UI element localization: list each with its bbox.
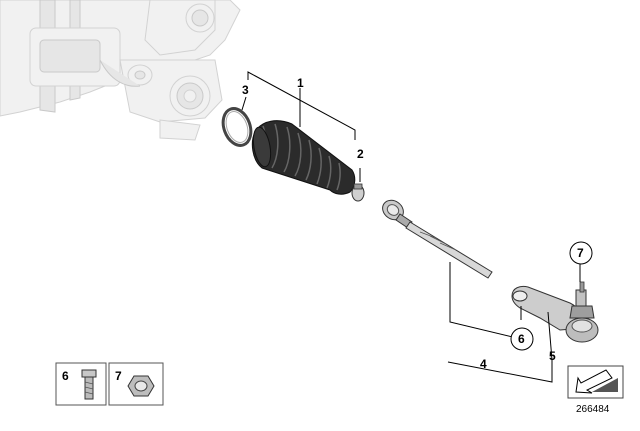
callout-4: 4	[480, 357, 487, 371]
callout-3: 3	[242, 83, 249, 97]
leader-lines	[241, 71, 581, 383]
callout-1: 1	[297, 76, 304, 90]
callout-7-circle: 7	[569, 241, 593, 265]
bolt-icon	[81, 369, 97, 400]
callout-6: 6	[518, 332, 525, 346]
outer-tie-rod-end-part	[511, 281, 599, 343]
direction-arrow-icon	[575, 369, 613, 394]
callout-6-circle: 6	[510, 327, 534, 351]
nut-icon	[127, 375, 155, 397]
legend-label-6: 6	[62, 369, 69, 383]
callout-7: 7	[577, 246, 584, 260]
hose-clamp-part	[351, 183, 365, 202]
steering-rack-housing-ghost	[0, 0, 241, 141]
direction-indicator-box	[567, 365, 624, 399]
callout-2: 2	[357, 147, 364, 161]
legend-box-bolt: 6	[55, 362, 107, 406]
legend-label-7: 7	[115, 369, 122, 383]
diagram-number: 266484	[576, 404, 610, 415]
callout-5: 5	[549, 349, 556, 363]
clamp-ring-part	[221, 107, 253, 147]
bellows-boot-part	[251, 120, 356, 195]
legend-box-nut: 7	[108, 362, 164, 406]
inner-tie-rod-part	[382, 199, 493, 279]
